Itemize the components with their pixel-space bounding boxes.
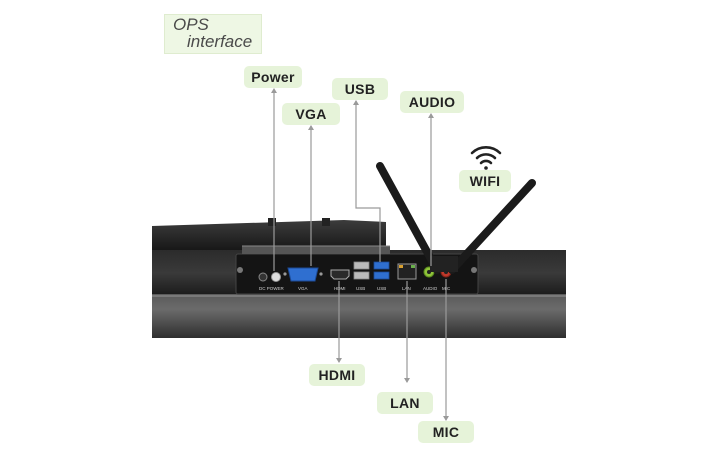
label-audio: AUDIO: [400, 91, 464, 113]
label-hdmi: HDMI: [309, 364, 365, 386]
marking-audio: AUDIO: [423, 286, 438, 291]
screw: [471, 267, 477, 273]
marking-vga: VGA: [298, 286, 308, 291]
marking-hdmi: HDMI: [334, 286, 346, 291]
label-wifi: WIFI: [459, 170, 511, 192]
marking-dc-power: DC POWER: [259, 286, 285, 291]
label-power: Power: [244, 66, 302, 88]
wifi-icon: [470, 146, 502, 170]
marking-lan: LAN: [402, 286, 411, 291]
marking-usb-1: USB: [356, 286, 365, 291]
title-line-1: OPS: [173, 15, 209, 34]
wifi-antennas: [376, 162, 536, 274]
hdmi-port: [330, 269, 350, 280]
usb-port: [373, 271, 390, 280]
label-usb: USB: [332, 78, 388, 100]
usb-port: [353, 271, 370, 280]
label-vga: VGA: [282, 103, 340, 125]
vga-port: [287, 267, 319, 282]
device-top-clip: [322, 218, 330, 226]
label-mic: MIC: [418, 421, 474, 443]
dc-power-jack: [258, 272, 268, 282]
usb-port: [373, 261, 390, 270]
usb-port: [353, 261, 370, 270]
power-button: [271, 272, 281, 282]
title-line-2: interface: [187, 32, 253, 51]
label-lan: LAN: [377, 392, 433, 414]
screw: [237, 267, 243, 273]
device-top-housing: [152, 220, 386, 252]
leader-usb: [355, 101, 381, 262]
device-top-clip: [268, 218, 276, 226]
diagram-title: OPS interface: [164, 14, 262, 54]
device-bottom-plate: [152, 294, 566, 338]
marking-usb-2: USB: [377, 286, 386, 291]
